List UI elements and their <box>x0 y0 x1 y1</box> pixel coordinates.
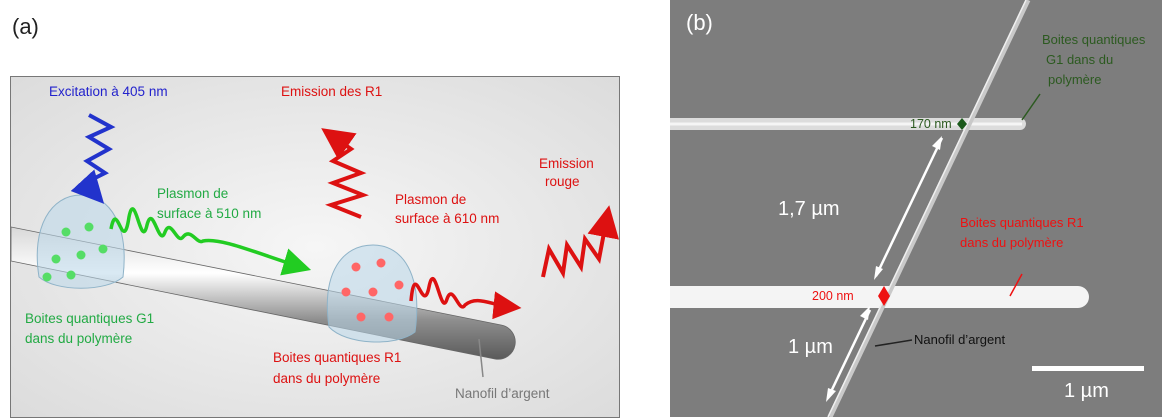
r1-emission-wave <box>321 128 369 219</box>
width-top-label: 170 nm <box>910 117 952 131</box>
plasmon-green-label-2: surface à 510 nm <box>157 206 262 221</box>
distance-arrow-1-7 <box>874 136 944 280</box>
qd-g1-label-2: dans du polymère <box>25 331 133 346</box>
emission-r1-label: Emission des R1 <box>281 84 383 99</box>
panel-a-illustration: Excitation à 405 nm Emission des R1 Emis… <box>10 76 620 418</box>
nanowire-label-b: Nanofil d’argent <box>914 332 1006 347</box>
emission-rouge-label-2: rouge <box>545 174 580 189</box>
scalebar-label: 1 µm <box>1064 380 1109 402</box>
qd-r1-label-2: dans du polymère <box>273 371 381 386</box>
r1-quantum-dot-dome <box>326 244 418 343</box>
red-plasmon-wave <box>409 276 522 320</box>
panel-b-drawing <box>670 0 1162 417</box>
nanowire-pointer <box>478 338 484 378</box>
distance-1-7-label: 1,7 µm <box>778 198 840 220</box>
distance-arrow-1 <box>826 306 872 402</box>
nanowire-pointer-b <box>874 339 913 347</box>
plasmon-red-label-2: surface à 610 nm <box>395 211 500 226</box>
width-marker-bottom <box>878 286 890 306</box>
excitation-label: Excitation à 405 nm <box>49 84 168 99</box>
panel-b-micrograph: (b) Boites quantiques G1 dans du polymèr… <box>670 0 1162 417</box>
qd-r1-label-1: Boites quantiques R1 <box>273 350 402 365</box>
qd-g1-label-b-1: Boites quantiques <box>1042 32 1146 47</box>
qd-g1-label-b-2: G1 dans du <box>1046 52 1114 67</box>
emission-rouge-label-1: Emission <box>539 156 594 171</box>
plasmon-red-label-1: Plasmon de <box>395 192 467 207</box>
width-bottom-label: 200 nm <box>812 289 854 303</box>
excitation-wave <box>70 113 116 204</box>
diagonal-nanowire <box>827 0 1031 417</box>
qd-g1-label-1: Boites quantiques G1 <box>25 311 155 326</box>
r1-pointer <box>1009 273 1023 297</box>
green-plasmon-wave <box>109 207 312 276</box>
qd-r1-label-b-1: Boites quantiques R1 <box>960 215 1084 230</box>
nanowire-label: Nanofil d’argent <box>455 386 550 401</box>
panel-a-label: (a) <box>12 14 39 39</box>
sem-background <box>670 0 1162 417</box>
g1-pointer <box>1021 93 1041 121</box>
width-marker-top <box>957 118 967 130</box>
plasmon-green-label-1: Plasmon de <box>157 186 229 201</box>
g1-quantum-dot-dome <box>36 194 125 289</box>
scalebar <box>1032 366 1144 371</box>
panel-b-label: (b) <box>686 10 713 35</box>
distance-1-label: 1 µm <box>788 336 833 358</box>
qd-r1-label-b-2: dans du polymère <box>960 235 1064 250</box>
panel-a-drawing <box>11 77 619 417</box>
red-emission-wave <box>541 205 619 279</box>
qd-g1-label-b-3: polymère <box>1048 72 1102 87</box>
